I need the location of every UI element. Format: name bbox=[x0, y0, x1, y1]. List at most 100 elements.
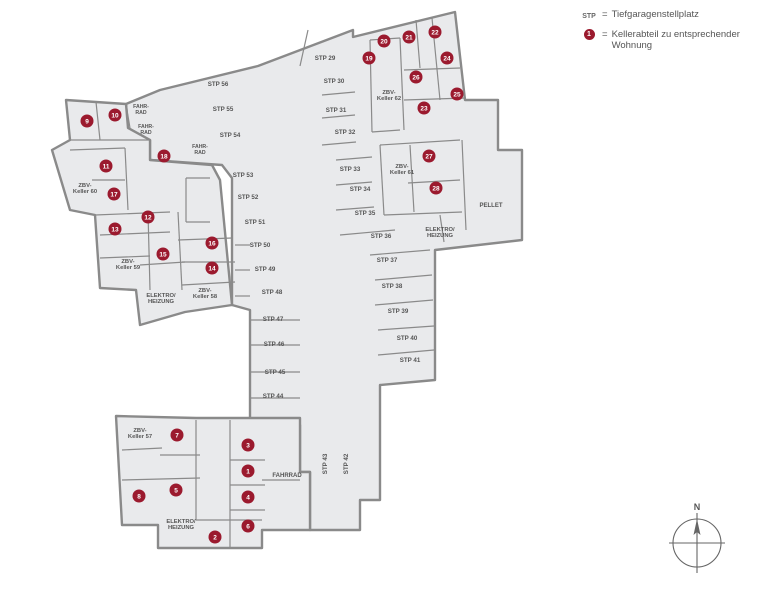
cellar-marker-label: 17 bbox=[110, 191, 118, 198]
legend-stp-abbr: STP bbox=[582, 13, 596, 20]
cellar-marker-icon: 8 bbox=[132, 489, 146, 503]
cellar-marker-label: 23 bbox=[420, 105, 428, 112]
parking-space-label: STP 31 bbox=[326, 107, 347, 114]
cellar-marker-label: 5 bbox=[174, 487, 178, 494]
room-label: ZBV-Keller 62 bbox=[377, 90, 401, 102]
parking-space-label: STP 30 bbox=[324, 78, 345, 85]
cellar-marker-label: 20 bbox=[380, 38, 388, 45]
cellar-marker-icon: 28 bbox=[429, 181, 443, 195]
parking-space-label: STP 35 bbox=[355, 210, 376, 217]
cellar-marker-icon: 11 bbox=[99, 159, 113, 173]
cellar-marker-label: 28 bbox=[432, 185, 440, 192]
cellar-marker-label: 6 bbox=[246, 523, 250, 530]
cellar-marker-icon: 7 bbox=[170, 428, 184, 442]
parking-space-label: STP 40 bbox=[397, 335, 418, 342]
cellar-marker-icon: 17 bbox=[107, 187, 121, 201]
cellar-marker-icon: 21 bbox=[402, 30, 416, 44]
cellar-marker-label: 9 bbox=[85, 118, 89, 125]
room-label: FAHRRAD bbox=[272, 473, 302, 479]
parking-space-label: STP 34 bbox=[350, 186, 371, 193]
cellar-marker-label: 27 bbox=[425, 153, 433, 160]
cellar-marker-icon: 14 bbox=[205, 261, 219, 275]
cellar-marker-label: 1 bbox=[246, 468, 250, 475]
parking-space-label: STP 29 bbox=[315, 55, 336, 62]
parking-space-label: STP 42 bbox=[343, 453, 350, 474]
cellar-marker-label: 25 bbox=[453, 91, 461, 98]
cellar-marker-icon: 3 bbox=[241, 438, 255, 452]
cellar-marker-icon: 5 bbox=[169, 483, 183, 497]
parking-space-label: STP 43 bbox=[322, 453, 329, 474]
parking-space-label: STP 45 bbox=[265, 369, 286, 376]
cellar-marker-label: 13 bbox=[111, 226, 119, 233]
cellar-marker-icon: 6 bbox=[241, 519, 255, 533]
room-label: ZBV-Keller 59 bbox=[116, 259, 141, 271]
cellar-markers: 1234567891011121314151617181920212223242… bbox=[80, 25, 464, 544]
parking-space-label: STP 32 bbox=[335, 129, 356, 136]
cellar-marker-icon: 20 bbox=[377, 34, 391, 48]
cellar-marker-label: 26 bbox=[412, 74, 420, 81]
cellar-marker-icon: 27 bbox=[422, 149, 436, 163]
cellar-marker-icon: 2 bbox=[208, 530, 222, 544]
cellar-marker-label: 8 bbox=[137, 493, 141, 500]
parking-space-label: STP 48 bbox=[262, 289, 283, 296]
parking-space-label: STP 36 bbox=[371, 233, 392, 240]
cellar-marker-icon: 25 bbox=[450, 87, 464, 101]
cellar-marker-label: 24 bbox=[443, 55, 451, 62]
cellar-marker-label: 10 bbox=[111, 112, 119, 119]
cellar-marker-icon: 24 bbox=[440, 51, 454, 65]
cellar-marker-icon: 10 bbox=[108, 108, 122, 122]
cellar-marker-icon: 15 bbox=[156, 247, 170, 261]
cellar-marker-icon: 13 bbox=[108, 222, 122, 236]
cellar-marker-label: 3 bbox=[246, 442, 250, 449]
parking-space-label: STP 38 bbox=[382, 283, 403, 290]
floor-plan-walls bbox=[50, 10, 524, 550]
parking-space-label: STP 41 bbox=[400, 357, 421, 364]
legend-equals: = bbox=[602, 9, 608, 20]
parking-space-label: STP 39 bbox=[388, 308, 409, 315]
cellar-marker-icon: 18 bbox=[157, 149, 171, 163]
parking-space-label: STP 55 bbox=[213, 106, 234, 113]
room-label: FAHR-RAD bbox=[133, 104, 149, 116]
parking-space-label: STP 37 bbox=[377, 257, 398, 264]
room-label: ELEKTRO/HEIZUNG bbox=[425, 227, 455, 239]
parking-space-label: STP 33 bbox=[340, 166, 361, 173]
parking-space-label: STP 47 bbox=[263, 316, 284, 323]
parking-space-label: STP 52 bbox=[238, 194, 259, 201]
compass-north-label: N bbox=[694, 502, 701, 512]
room-label: ELEKTRO/HEIZUNG bbox=[166, 519, 196, 531]
cellar-marker-icon: 23 bbox=[417, 101, 431, 115]
legend-row-cellar: 1 = Kellerabteil zu entsprechender Wohnu… bbox=[578, 29, 754, 51]
legend: STP = Tiefgaragenstellplatz 1 = Kellerab… bbox=[578, 9, 754, 58]
room-label: FAHR-RAD bbox=[138, 124, 154, 136]
cellar-marker-label: 7 bbox=[175, 432, 179, 439]
legend-stp-text: Tiefgaragenstellplatz bbox=[611, 9, 699, 20]
legend-cellar-text: Kellerabteil zu entsprechender Wohnung bbox=[611, 29, 740, 51]
cellar-marker-icon: 22 bbox=[428, 25, 442, 39]
room-label: PELLET bbox=[479, 203, 502, 209]
cellar-marker-icon: 9 bbox=[80, 114, 94, 128]
cellar-marker-label: 2 bbox=[213, 534, 217, 541]
legend-cellar-marker-icon: 1 bbox=[583, 29, 595, 40]
room-label: ZBV-Keller 61 bbox=[390, 164, 415, 176]
parking-space-label: STP 50 bbox=[250, 242, 271, 249]
room-label: ELEKTRO/HEIZUNG bbox=[146, 293, 176, 305]
cellar-marker-icon: 26 bbox=[409, 70, 423, 84]
cellar-marker-label: 12 bbox=[144, 214, 152, 221]
cellar-marker-icon: 12 bbox=[141, 210, 155, 224]
room-label: ZBV-Keller 57 bbox=[128, 428, 152, 440]
floor-plan-labels: STP 29 STP 30 STP 31 STP 32 STP 33 STP 34 STP … bbox=[73, 55, 503, 531]
compass-icon: N bbox=[669, 502, 725, 573]
cellar-marker-label: 11 bbox=[103, 163, 110, 170]
cellar-marker-label: 19 bbox=[365, 55, 373, 62]
parking-space-label: STP 53 bbox=[233, 172, 254, 179]
cellar-marker-label: 4 bbox=[246, 494, 250, 501]
cellar-marker-icon: 4 bbox=[241, 490, 255, 504]
room-label: ZBV-Keller 58 bbox=[193, 288, 218, 300]
cellar-marker-label: 18 bbox=[160, 153, 168, 160]
legend-row-stp: STP = Tiefgaragenstellplatz bbox=[578, 9, 754, 22]
cellar-marker-label: 21 bbox=[405, 34, 413, 41]
parking-space-label: STP 54 bbox=[220, 132, 241, 139]
room-label: FAHR-RAD bbox=[192, 144, 208, 156]
cellar-marker-icon: 19 bbox=[362, 51, 376, 65]
